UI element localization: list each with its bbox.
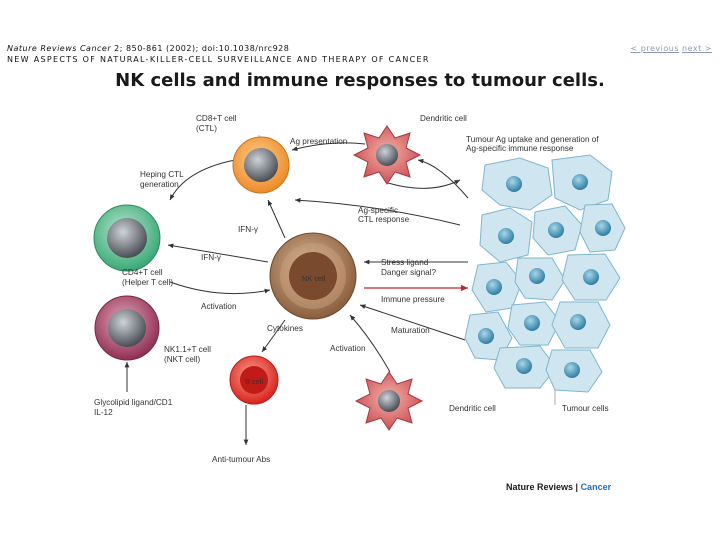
tumour-ag-label-line1: Tumour Ag uptake and generation of [466, 135, 599, 144]
nk-cell [269, 232, 357, 320]
arrow-maturation [359, 304, 466, 341]
brand-separator: | [573, 482, 581, 492]
ctl-label-line1: CD8+T cell [196, 114, 237, 123]
helper-label-line2: (Helper T cell) [122, 278, 173, 287]
next-link[interactable]: next > [682, 44, 712, 53]
arrow-ag-presentation [291, 142, 366, 151]
tumour-cell-cluster [464, 154, 626, 393]
arrow-ifn-left [167, 243, 269, 263]
arrows [124, 135, 556, 445]
glycolipid-label-line2: IL-12 [94, 408, 113, 417]
citation-details: 2; 850-861 (2002); doi:10.1038/nrc928 [111, 44, 290, 53]
ag-specific-label-line1: Ag-specific [358, 206, 398, 215]
arrow-activation-right [349, 314, 391, 373]
ifn-left-label: IFN-γ [201, 253, 222, 262]
section-title: NEW ASPECTS OF NATURAL-KILLER-CELL SURVE… [7, 55, 430, 64]
helping-ctl-label-line1: Heping CTL [140, 170, 184, 179]
arrow-ifn-top [267, 199, 286, 239]
journal-name: Nature Reviews Cancer [7, 44, 112, 53]
page-title: NK cells and immune responses to tumour … [115, 70, 605, 91]
ag-presentation-label: Ag presentation [290, 137, 348, 146]
tumour-cells-label: Tumour cells [562, 404, 609, 413]
nature-reviews-logo: Nature Reviews | Cancer [506, 482, 611, 492]
nkt-label-line1: NK1.1+T cell [164, 345, 211, 354]
figure-navigation: < previous next > [631, 44, 712, 53]
dendritic-bottom-label: Dendritic cell [449, 404, 496, 413]
dendritic-cell-bottom [354, 371, 424, 431]
arrow-ag-uptake-return [387, 179, 461, 189]
helper-label-line1: CD4+T cell [122, 268, 163, 277]
helper-t-cell [93, 204, 161, 272]
b-cell-label: B cell [245, 377, 263, 386]
stress-ligand-label-line2: Danger signal? [381, 268, 437, 277]
diagram-labels: CD8+T cell (CTL) Dendritic cell Ag prese… [94, 114, 609, 464]
stress-ligand-label-line1: Stress ligand [381, 258, 429, 267]
dendritic-cell-top [352, 125, 422, 185]
ifn-top-label: IFN-γ [238, 225, 259, 234]
nk-cell-label: NK cell [302, 274, 326, 283]
helping-ctl-label-line2: generation [140, 180, 179, 189]
ag-specific-label-line2: CTL response [358, 215, 410, 224]
anti-tumour-abs-label: Anti-tumour Abs [212, 455, 270, 464]
nkt-cell [94, 295, 160, 361]
nkt-label-line2: (NKT cell) [164, 355, 201, 364]
immune-pressure-label: Immune pressure [381, 295, 445, 304]
arrow-activation-left [169, 281, 271, 295]
arrow-helping-ctl [169, 159, 236, 201]
arrow-tumour-ag-uptake [417, 158, 469, 199]
activation-left-label: Activation [201, 302, 237, 311]
dendritic-top-label: Dendritic cell [420, 114, 467, 123]
previous-link[interactable]: < previous [630, 44, 679, 53]
activation-right-label: Activation [330, 344, 366, 353]
brand-journal: Cancer [580, 482, 612, 492]
glycolipid-label-line1: Glycolipid ligand/CD1 [94, 398, 173, 407]
ctl-cell [232, 136, 290, 194]
citation-line: Nature Reviews Cancer 2; 850-861 (2002);… [7, 44, 289, 53]
cytokines-label: Cytokines [267, 324, 303, 333]
maturation-label: Maturation [391, 326, 430, 335]
b-cell [229, 355, 279, 405]
tumour-ag-label-line2: Ag-specific immune response [466, 144, 574, 153]
arrow-cytokines [261, 319, 286, 353]
brand-name: Nature Reviews [506, 482, 574, 492]
ctl-label-line2: (CTL) [196, 124, 217, 133]
arrow-ctl-response [294, 197, 461, 226]
